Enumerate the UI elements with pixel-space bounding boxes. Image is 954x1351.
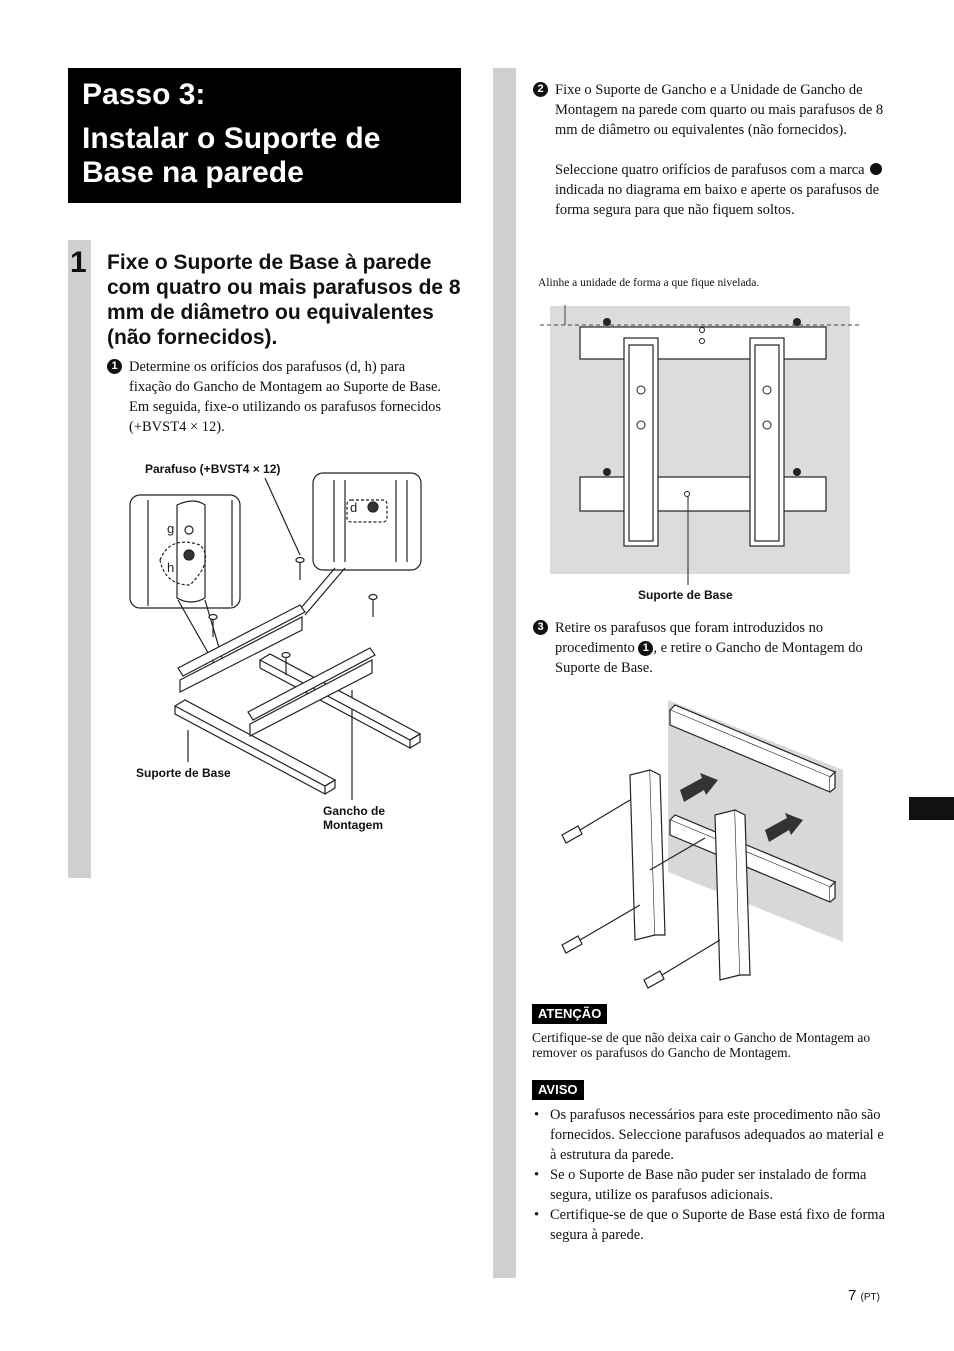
substep-3: 3 Retire os parafusos que foram introduz… xyxy=(533,618,890,678)
notice-item: • Se o Suporte de Base não puder ser inst… xyxy=(532,1165,892,1205)
figure1-base-label: Suporte de Base xyxy=(136,766,231,780)
notice-item-text: Se o Suporte de Base não puder ser insta… xyxy=(550,1167,867,1203)
notice-item-text: Os parafusos necessários para este proce… xyxy=(550,1107,884,1163)
figure2-base-label: Suporte de Base xyxy=(638,588,733,602)
page-number-suffix: (PT) xyxy=(860,1292,880,1303)
substep-3-number: 3 xyxy=(533,620,548,635)
notice-item-text: Certifique-se de que o Suporte de Base e… xyxy=(550,1207,886,1243)
substep-1: 1 Determine os orifícios dos parafusos (… xyxy=(107,357,451,437)
substep-1-text: Determine os orifícios dos parafusos (d,… xyxy=(129,359,442,435)
notice-list: • Os parafusos necessários para este proc… xyxy=(532,1105,892,1245)
dot-mark-icon xyxy=(870,163,883,175)
hole-g-letter: g xyxy=(167,521,174,536)
left-column-bar xyxy=(68,240,91,878)
bullet-icon: • xyxy=(534,1207,540,1223)
substep-2-number: 2 xyxy=(533,82,548,97)
right-column-bar xyxy=(493,68,516,1278)
page-title-line1: Passo 3: xyxy=(82,78,206,111)
notice-tag: AVISO xyxy=(532,1080,584,1100)
notice-item: • Os parafusos necessários para este proc… xyxy=(532,1105,892,1165)
page-title-line2: Instalar o Suporte de Base na parede xyxy=(82,122,381,189)
hole-d-letter: d xyxy=(350,500,357,515)
page-title-box: Passo 3: Instalar o Suporte de Base na p… xyxy=(68,68,461,203)
figure1-screw-label: Parafuso (+BVST4 × 12) xyxy=(145,462,281,476)
substep-3-text-a: Retire os parafusos que foram introduzid… xyxy=(555,620,824,656)
page-number: 7 (PT) xyxy=(848,1287,880,1304)
section-edge-tab xyxy=(909,797,954,820)
step-number: 1 xyxy=(70,246,87,279)
hole-h-letter: h xyxy=(167,560,174,575)
caution-text: Certifique-se de que não deixa cair o Ga… xyxy=(532,1030,871,1060)
substep-1-number: 1 xyxy=(107,359,122,374)
figure1-hook-label: Gancho de Montagem xyxy=(323,804,386,832)
substep-2: 2 Fixe o Suporte de Gancho e a Unidade d… xyxy=(533,80,890,220)
substep-3-ref: 1 xyxy=(638,641,654,656)
substep-2-text: Fixe o Suporte de Gancho e a Unidade de … xyxy=(555,82,884,138)
substep-3-text-b: , e retire o Gancho de Montagem do Supor… xyxy=(555,640,863,676)
figure2-note: Alinhe a unidade de forma a que fique ni… xyxy=(538,277,760,289)
bullet-icon: • xyxy=(534,1107,540,1123)
notice-item: • Certifique-se de que o Suporte de Base … xyxy=(532,1205,892,1245)
substep-2-text2-a: Seleccione quatro orifícios de parafusos… xyxy=(555,162,865,178)
caution-tag: ATENÇÃO xyxy=(532,1004,608,1024)
substep-2-text2-b: indicada no diagrama em baixo e aperte o… xyxy=(555,182,880,218)
step-heading: Fixe o Suporte de Base à parede com quat… xyxy=(107,251,461,349)
page-number-value: 7 xyxy=(848,1287,857,1304)
bullet-icon: • xyxy=(534,1167,540,1183)
